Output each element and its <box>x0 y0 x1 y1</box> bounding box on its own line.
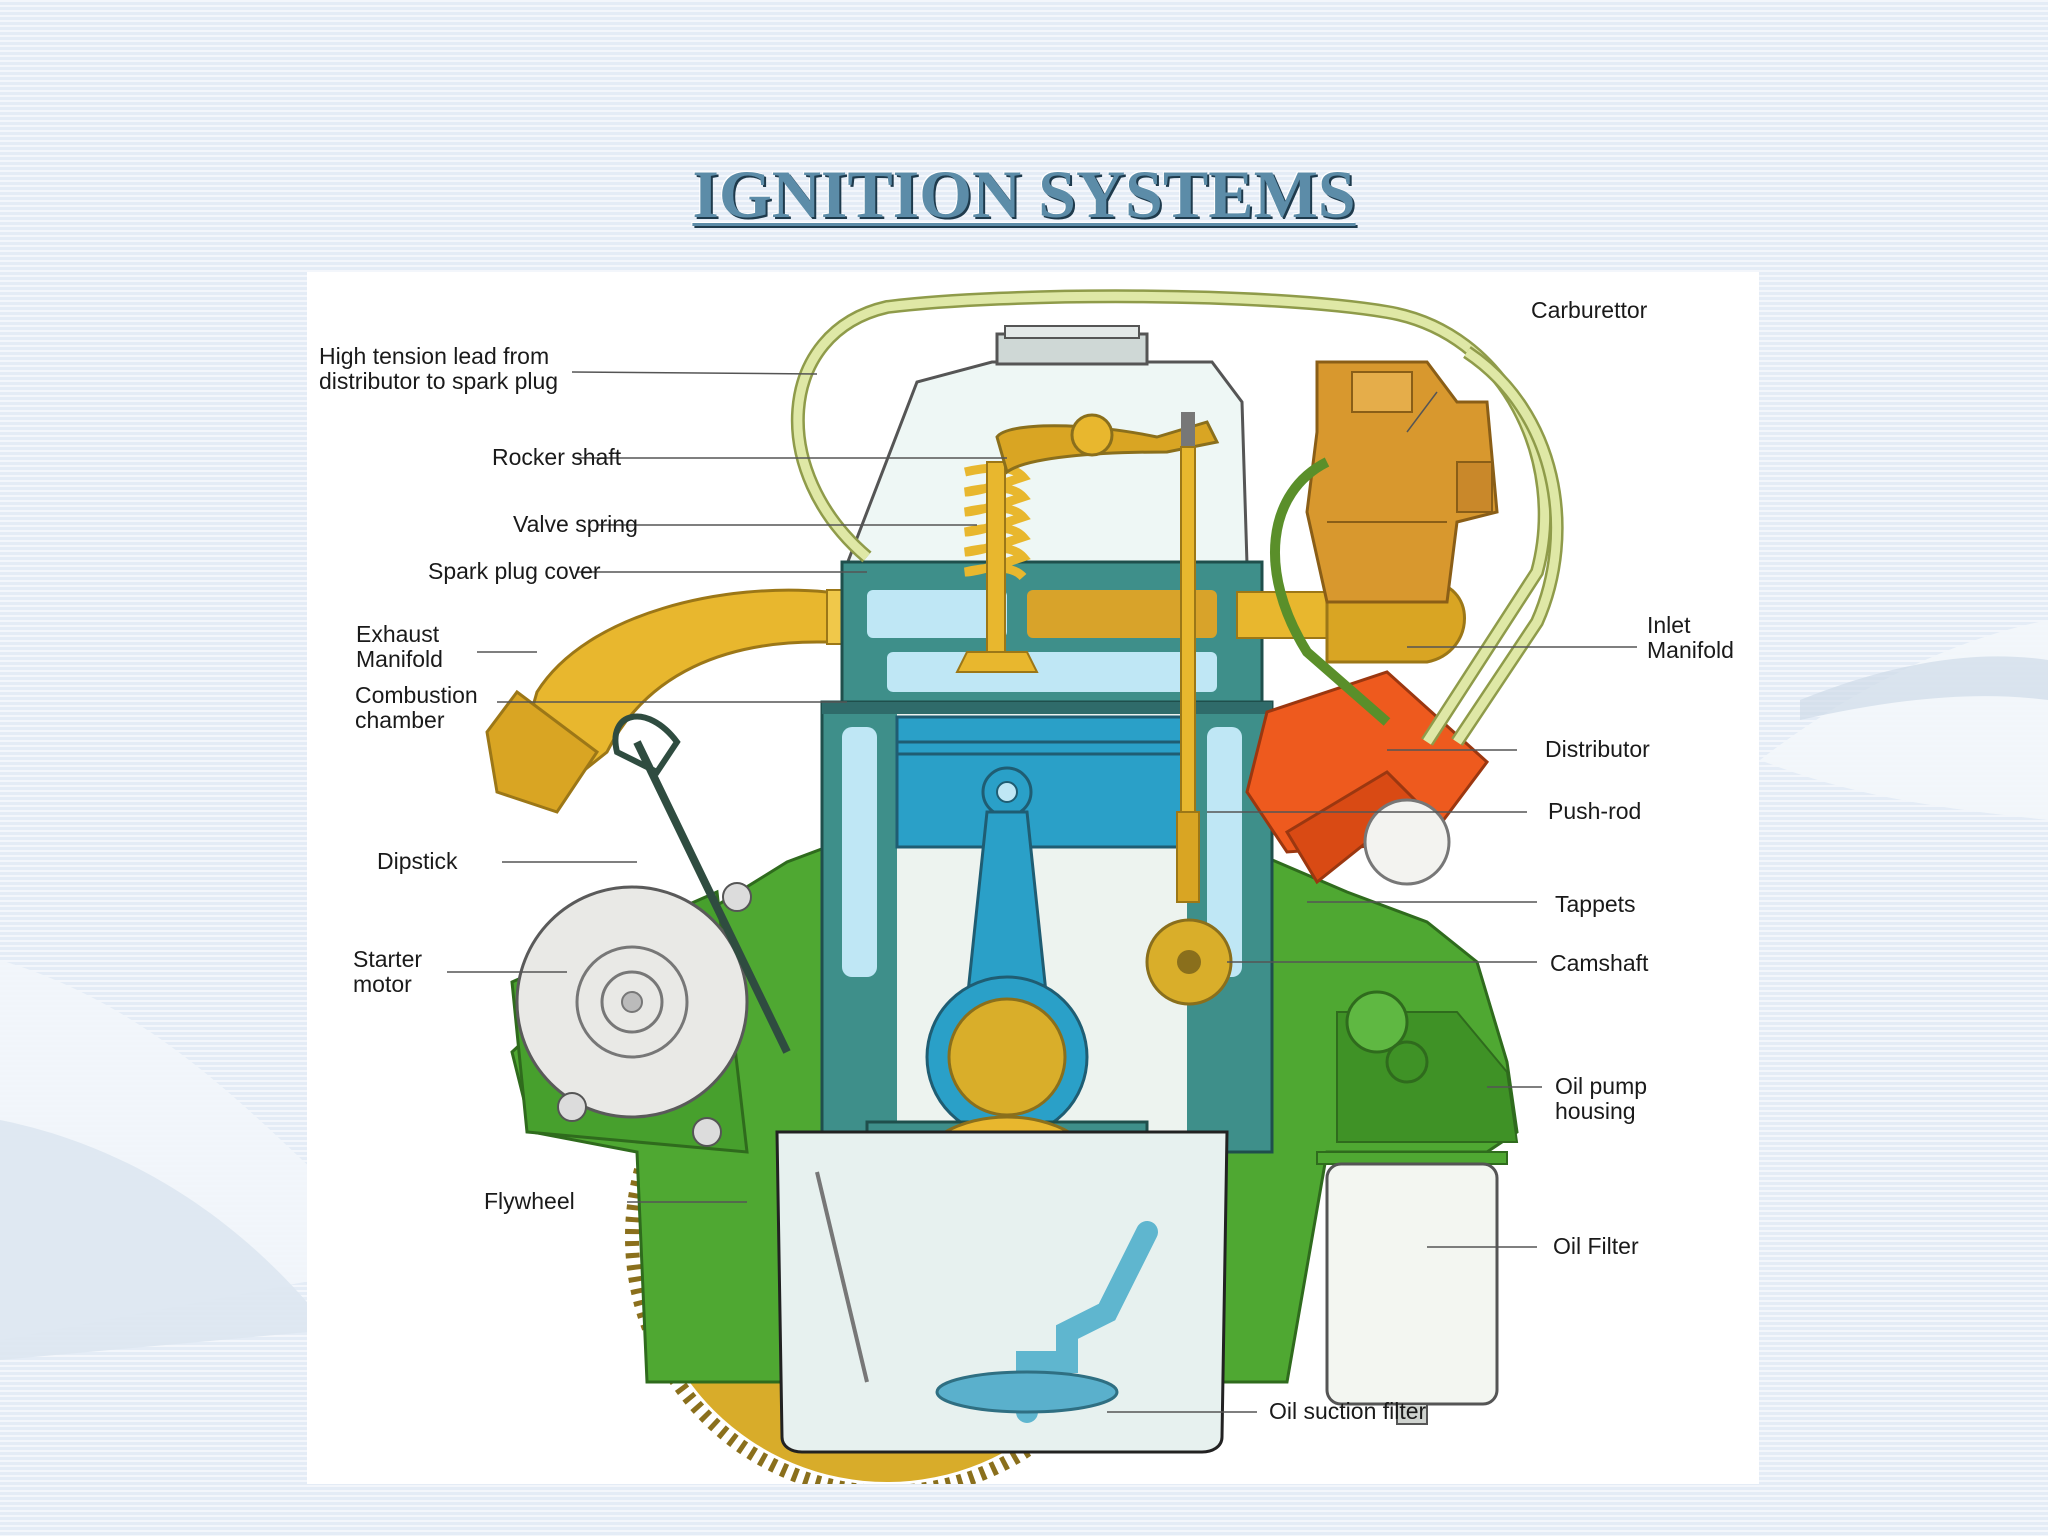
label-spark-plug-cover: Spark plug cover <box>428 558 601 584</box>
label-oil-pump-line2: housing <box>1555 1098 1636 1124</box>
label-push-rod: Push-rod <box>1548 798 1641 824</box>
engine-cutaway-illustration: High tension lead from distributor to sp… <box>319 289 1734 1484</box>
oil-filter-shape <box>1316 1151 1508 1425</box>
rocker-arm-shape <box>995 412 1220 475</box>
label-rocker-shaft: Rocker shaft <box>492 444 622 470</box>
label-exhaust-line2: Manifold <box>356 646 443 672</box>
label-oil-filter: Oil Filter <box>1553 1233 1639 1259</box>
label-inlet-line1: Inlet <box>1647 612 1691 638</box>
label-starter-line2: motor <box>353 971 412 997</box>
label-carburettor: Carburettor <box>1531 297 1648 323</box>
engine-diagram: High tension lead from distributor to sp… <box>307 272 1759 1484</box>
oil-sump-shape <box>775 1130 1229 1454</box>
slide-title: IGNITION SYSTEMS <box>692 156 1356 232</box>
label-dipstick: Dipstick <box>377 848 458 874</box>
ht-lead-shape <box>790 289 1564 746</box>
label-ht-lead-line1: High tension lead from <box>319 343 549 369</box>
carburettor-shape <box>1305 360 1499 604</box>
label-combustion-line1: Combustion <box>355 682 478 708</box>
label-oil-suction-filter: Oil suction filter <box>1269 1398 1427 1424</box>
label-exhaust-line1: Exhaust <box>356 621 440 647</box>
label-oil-pump-line1: Oil pump <box>1555 1073 1647 1099</box>
piston-shape <box>895 715 1189 849</box>
label-valve-spring: Valve spring <box>513 511 638 537</box>
label-flywheel: Flywheel <box>484 1188 575 1214</box>
starter-motor-shape <box>510 882 752 1154</box>
label-combustion-line2: chamber <box>355 707 445 733</box>
label-ht-lead-line2: distributor to spark plug <box>319 368 558 394</box>
label-inlet-line2: Manifold <box>1647 637 1734 663</box>
label-camshaft: Camshaft <box>1550 950 1649 976</box>
leader-lines <box>447 371 1637 1413</box>
pushrod-shape <box>1145 446 1233 1006</box>
label-tappets: Tappets <box>1555 891 1636 917</box>
dipstick-shape <box>612 713 791 1054</box>
label-starter-line1: Starter <box>353 946 422 972</box>
distributor-shape <box>1245 670 1490 886</box>
valve-spring-shape <box>955 461 1039 673</box>
rocker-cover-shape <box>844 325 1249 566</box>
label-distributor: Distributor <box>1545 736 1650 762</box>
